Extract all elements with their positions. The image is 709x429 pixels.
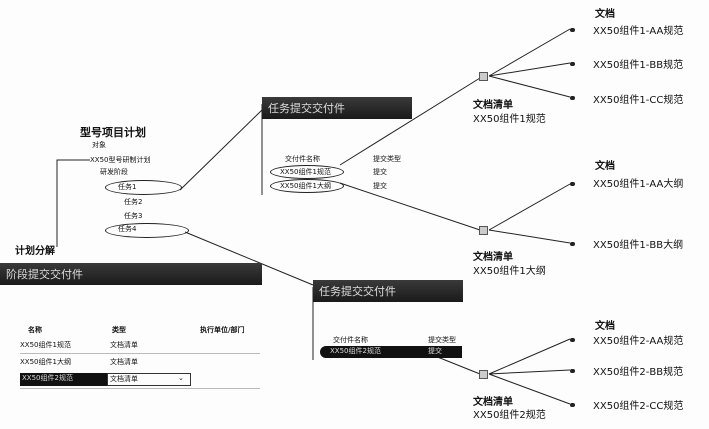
highlight-ellipse — [270, 165, 344, 179]
decompose-label: 计划分解 — [15, 246, 55, 257]
tree-column-header: 对象 — [92, 141, 106, 149]
doc-list-name: XX50组件1规范 — [473, 114, 546, 125]
left-panel-title: 阶段提交交付件 — [0, 263, 262, 285]
tree-item[interactable]: 任务2 — [124, 198, 143, 206]
table-cell-selected[interactable]: XX50组件2规范 — [20, 373, 108, 386]
table-cell: XX50组件2规范 — [330, 347, 381, 355]
doc-list-icon[interactable] — [479, 370, 488, 379]
doc-icon — [570, 338, 575, 342]
table-cell[interactable]: 文档清单 — [110, 358, 138, 366]
decompose-connector — [56, 159, 90, 247]
type-select[interactable]: 文档清单 — [107, 373, 191, 386]
docs-label: 文档 — [595, 321, 615, 332]
column-header: 交付件名称 — [333, 336, 368, 344]
doc-item[interactable]: XX50组件1-AA规范 — [593, 26, 684, 37]
docs-label: 文档 — [595, 161, 615, 172]
tree-item[interactable]: 任务3 — [124, 212, 143, 220]
highlight-ellipse — [105, 180, 182, 195]
doc-icon — [570, 242, 575, 246]
task-panel-2-title: 任务提交交付件 — [313, 280, 463, 302]
tree-root[interactable]: XX50型号研制计划 — [90, 156, 151, 164]
doc-list-label: 文档清单 — [473, 252, 513, 263]
doc-list-label: 文档清单 — [473, 397, 513, 408]
doc-list-icon[interactable] — [479, 72, 488, 81]
tree-title: 型号项目计划 — [80, 126, 146, 139]
connector-outline1 — [339, 182, 481, 231]
connector-spec1 — [339, 77, 481, 166]
table-cell[interactable]: XX50组件1规范 — [20, 341, 71, 349]
table-cell: 提交 — [373, 182, 387, 190]
doc-icon — [570, 62, 575, 66]
table-cell: 提交 — [428, 347, 442, 355]
column-header: 类型 — [112, 326, 126, 334]
row-divider — [20, 388, 260, 389]
column-header: 交付件名称 — [285, 155, 320, 163]
column-header: 提交类型 — [373, 155, 401, 163]
doc-icon — [570, 369, 575, 373]
table-cell[interactable]: XX50组件1大纲 — [20, 358, 71, 366]
doc-icon — [570, 96, 575, 100]
task-panel-1-title: 任务提交交付件 — [262, 97, 412, 119]
highlight-ellipse — [105, 223, 189, 238]
table-row-selected[interactable]: XX50组件2规范 提交 — [320, 346, 462, 358]
doc-list-label: 文档清单 — [473, 100, 513, 111]
doc-list-name: XX50组件2规范 — [473, 410, 546, 421]
row-divider — [20, 353, 260, 354]
column-header: 提交类型 — [428, 336, 456, 344]
doc-list-icon[interactable] — [479, 226, 488, 235]
table-cell[interactable]: 文档清单 — [110, 341, 138, 349]
doc-item[interactable]: XX50组件1-CC规范 — [593, 95, 684, 106]
connector-task4 — [184, 231, 314, 286]
doc-item[interactable]: XX50组件2-AA规范 — [593, 336, 684, 347]
tree-item[interactable]: 研发阶段 — [100, 168, 128, 176]
chevron-down-icon[interactable]: ⌄ — [178, 374, 184, 382]
table-cell: 提交 — [373, 168, 387, 176]
column-header: 名称 — [28, 326, 42, 334]
doc-list-name: XX50组件1大纲 — [473, 266, 546, 277]
column-header: 执行单位/部门 — [200, 326, 245, 334]
docs-label: 文档 — [595, 9, 615, 20]
doc-item[interactable]: XX50组件1-AA大纲 — [593, 179, 684, 190]
doc-item[interactable]: XX50组件1-BB规范 — [593, 60, 684, 71]
doc-item[interactable]: XX50组件2-BB规范 — [593, 367, 684, 378]
doc-item[interactable]: XX50组件2-CC规范 — [593, 401, 684, 412]
doc-icon — [570, 182, 575, 186]
connector-task1 — [179, 109, 263, 191]
doc-icon — [570, 28, 575, 32]
highlight-ellipse — [270, 179, 344, 193]
doc-icon — [570, 403, 575, 407]
doc-item[interactable]: XX50组件1-BB大纲 — [593, 240, 684, 251]
